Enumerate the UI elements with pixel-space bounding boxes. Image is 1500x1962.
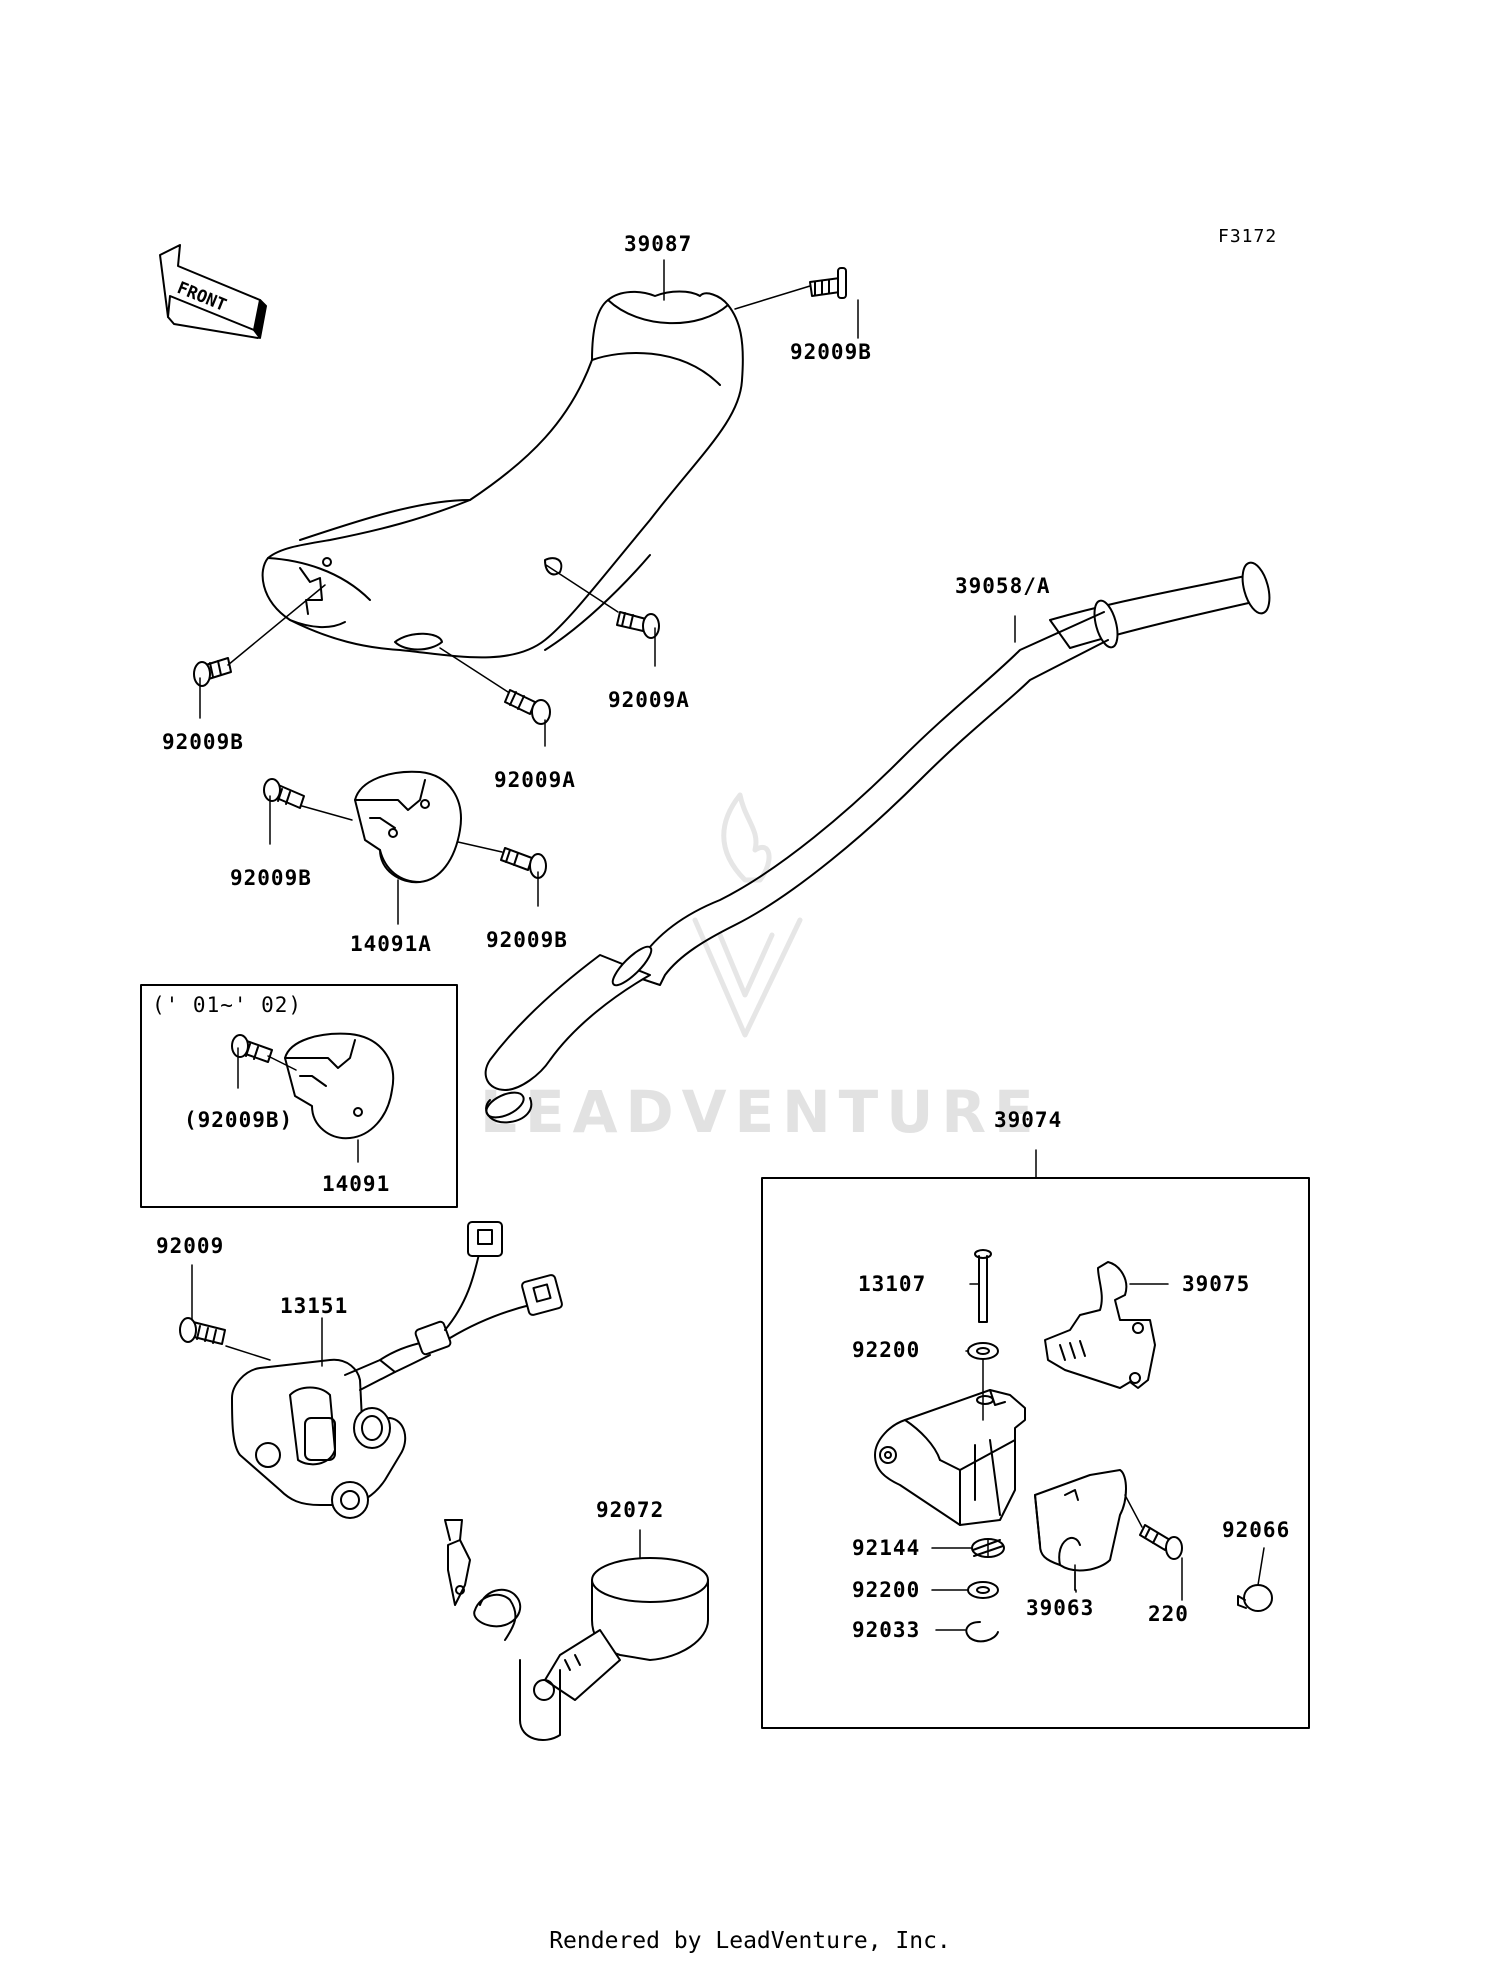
handlebar-drawing <box>484 561 1271 1124</box>
label-92009B-paren: (92009B) <box>184 1108 294 1132</box>
cover-39063-drawing <box>1034 1469 1127 1572</box>
label-39058A: 39058/A <box>955 574 1051 598</box>
screw-92009B-paren-drawing <box>231 1034 273 1063</box>
e-clip-92033-drawing <box>965 1621 999 1643</box>
label-13107: 13107 <box>858 1272 927 1296</box>
watermark-logo-icon <box>692 792 803 1038</box>
variant-box-label: (' 01~' 02) <box>152 993 303 1017</box>
footer-credit: Rendered by LeadVenture, Inc. <box>549 1928 951 1954</box>
pin-13107-drawing <box>974 1249 992 1323</box>
switch-housing-13151-drawing <box>231 1221 563 1519</box>
label-92009B-top: 92009B <box>790 340 872 364</box>
screw-92009B-c2-drawing <box>500 847 547 879</box>
label-14091: 14091 <box>322 1172 391 1196</box>
label-14091A: 14091A <box>350 932 432 956</box>
label-92144: 92144 <box>852 1536 921 1560</box>
assembly-box-39074 <box>761 1177 1310 1729</box>
label-39075: 39075 <box>1182 1272 1251 1296</box>
label-92200-bot: 92200 <box>852 1578 921 1602</box>
label-92009B-left: 92009B <box>162 730 244 754</box>
label-92009B-c1: 92009B <box>230 866 312 890</box>
front-arrow-icon: FRONT <box>159 244 267 339</box>
screw-92009B-c1-drawing <box>263 778 305 809</box>
label-39087: 39087 <box>624 232 693 256</box>
label-92072: 92072 <box>596 1498 665 1522</box>
label-92009A-mid: 92009A <box>494 768 576 792</box>
leader-lines <box>191 259 1265 1631</box>
label-92033: 92033 <box>852 1618 921 1642</box>
bracket-39075-drawing <box>1044 1261 1156 1389</box>
switch-cover-14091-drawing <box>284 1032 395 1140</box>
label-39063: 39063 <box>1026 1596 1095 1620</box>
screw-92009B-left-drawing <box>193 657 232 687</box>
label-220: 220 <box>1148 1602 1189 1626</box>
variant-box <box>140 984 458 1208</box>
switch-cover-14091A-drawing <box>354 770 462 884</box>
label-13151: 13151 <box>280 1294 349 1318</box>
screw-92009A-mid-drawing <box>504 689 551 725</box>
washer-92200-bot-drawing <box>967 1581 999 1599</box>
label-92009B-c2: 92009B <box>486 928 568 952</box>
screw-92009-drawing <box>179 1317 226 1345</box>
label-92200-top: 92200 <box>852 1338 921 1362</box>
label-92066: 92066 <box>1222 1518 1291 1542</box>
screw-92009A-right-drawing <box>616 611 660 639</box>
label-39074: 39074 <box>994 1108 1063 1132</box>
handle-pole-cover-drawing <box>261 290 744 659</box>
cap-92066-drawing <box>1237 1584 1273 1612</box>
washer-92200-top-drawing <box>967 1342 999 1360</box>
watermark-text: LEADVENTURE <box>480 1078 1042 1146</box>
screw-220-drawing <box>1139 1524 1183 1560</box>
screw-92009B-top-drawing <box>809 267 847 299</box>
figure-code: F3172 <box>1218 226 1278 247</box>
throttle-housing-drawing <box>874 1389 1026 1526</box>
lanyard-strap-92072-drawing <box>444 1519 709 1741</box>
label-92009: 92009 <box>156 1234 225 1258</box>
label-92009A-right: 92009A <box>608 688 690 712</box>
